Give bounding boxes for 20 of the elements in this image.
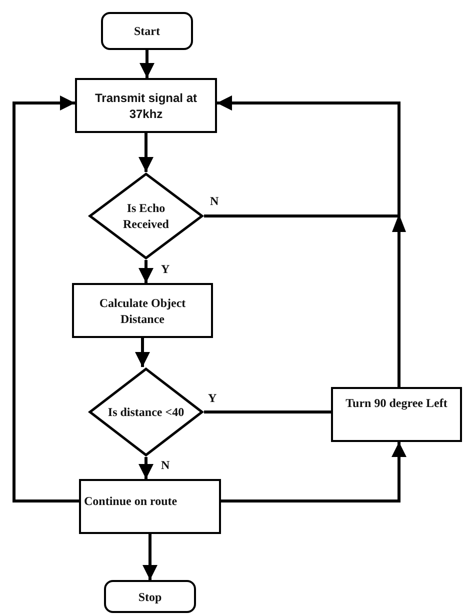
node-text: Continue on route [84, 493, 178, 509]
node-text: Calculate Object Distance [98, 294, 187, 326]
process-box [331, 387, 462, 442]
node-text: Turn 90 degree Left [346, 395, 448, 411]
decision-diamond [88, 367, 204, 457]
node-text: Is Echo Received [122, 200, 170, 232]
node-text: Is distance <40 [108, 404, 184, 420]
edge-label: Y [161, 263, 170, 276]
decision-diamond [88, 172, 204, 260]
node-text: Stop [138, 588, 162, 604]
terminal-box [104, 580, 196, 613]
edge-label: N [210, 195, 219, 208]
edge-label: N [161, 459, 170, 472]
terminal-box [101, 12, 193, 50]
node-text: Start [134, 23, 160, 39]
node-text: Transmit signal at 37khz [94, 90, 198, 122]
process-box [75, 78, 217, 133]
process-box [72, 283, 213, 338]
edge-label: Y [208, 392, 217, 405]
process-box [79, 479, 221, 534]
